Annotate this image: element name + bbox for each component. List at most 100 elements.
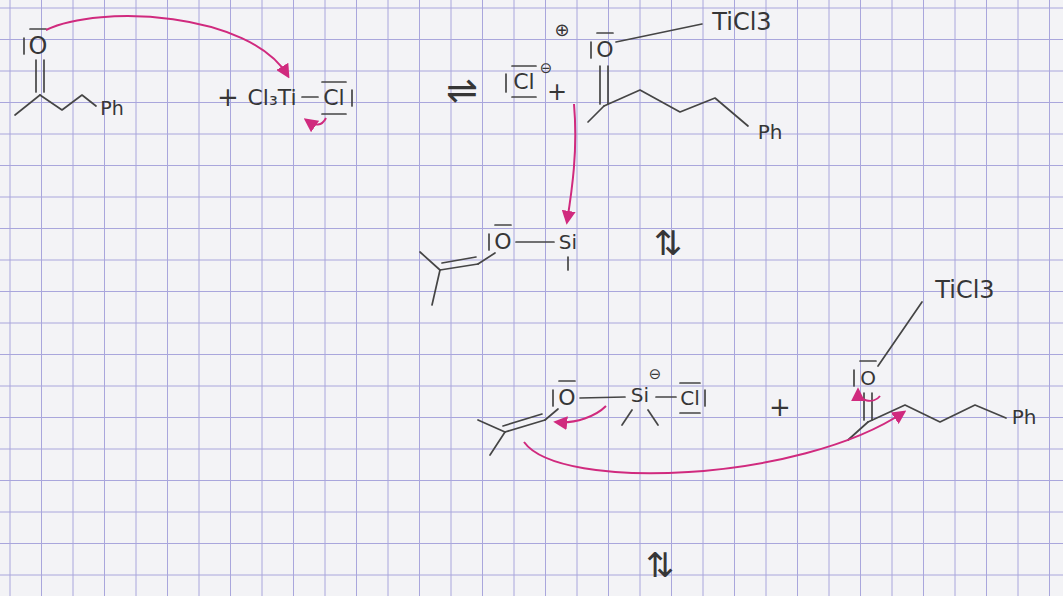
grid-line (608, 0, 609, 596)
grid-line (0, 354, 1063, 355)
grid-line (0, 197, 1063, 198)
bond-line (588, 106, 604, 122)
grid-line (419, 0, 420, 596)
grid-line (41, 0, 42, 596)
bond-line (15, 95, 40, 115)
bond-line (607, 66, 609, 104)
bond-line (648, 410, 658, 425)
grid-line (0, 165, 1063, 166)
atom-label: TiCl3 (935, 278, 994, 302)
charge-sign: ⊖ (540, 61, 553, 76)
grid-line (356, 0, 357, 596)
bond-line (490, 432, 505, 455)
bond-line (848, 422, 868, 440)
bond-line (442, 257, 476, 263)
electron-arrow (46, 16, 288, 76)
bond-line (580, 397, 625, 398)
bond-line (860, 360, 876, 362)
grid-line (0, 8, 1063, 9)
bond-line (604, 90, 748, 126)
equilibrium-arrow: ⇅ (654, 226, 683, 260)
grid-line (0, 543, 1063, 544)
grid-line (860, 0, 861, 596)
grid-line (829, 0, 830, 596)
bond-line (680, 412, 700, 414)
grid-line (0, 39, 1063, 40)
bond-line (505, 420, 545, 432)
grid-line (482, 0, 483, 596)
atom-label: Si (559, 232, 577, 252)
bond-line (478, 253, 495, 264)
grid-line (545, 0, 546, 596)
bond-line (704, 390, 706, 406)
grid-line (10, 0, 11, 596)
electron-arrow (306, 118, 326, 125)
bond-line (680, 382, 700, 384)
grid-line (104, 0, 105, 596)
grid-line (199, 0, 200, 596)
bond-line (559, 380, 575, 382)
grid-line (766, 0, 767, 596)
grid-line (0, 134, 1063, 135)
grid-line (892, 0, 893, 596)
bond-line (863, 393, 865, 420)
bond-line (322, 113, 346, 115)
grid-line (0, 291, 1063, 292)
atom-label: O (558, 387, 575, 409)
bond-line (432, 270, 440, 305)
bond-line (30, 28, 46, 30)
electron-arrow (567, 104, 575, 222)
bond-line (878, 302, 922, 366)
bond-line (420, 252, 440, 270)
bond-line (40, 95, 96, 110)
bond-line (599, 66, 601, 104)
bond-line (23, 38, 25, 54)
atom-label: Si (631, 385, 649, 405)
bond-line (616, 24, 702, 42)
bond-line (516, 241, 554, 243)
grid-line (388, 0, 389, 596)
grid-line (0, 480, 1063, 481)
plus-sign: + (769, 394, 791, 420)
grid-line (734, 0, 735, 596)
grid-line (577, 0, 578, 596)
atom-label: Cl (680, 388, 700, 408)
bond-line (545, 409, 558, 420)
grid-line (1018, 0, 1019, 596)
atom-label: TiCl3 (712, 10, 771, 34)
bond-line (590, 42, 592, 58)
atom-label: O (29, 34, 48, 58)
grid-line (0, 323, 1063, 324)
atom-label: Ph (100, 99, 124, 118)
charge-sign: ⊖ (649, 367, 662, 382)
bond-line (597, 32, 613, 34)
bond-line (567, 257, 569, 270)
bond-line (35, 60, 37, 92)
grid-line (0, 512, 1063, 513)
atom-label: Cl (513, 71, 534, 93)
bond-line (505, 74, 507, 92)
grid-line (923, 0, 924, 596)
bond-line (478, 420, 505, 432)
bond-line (488, 234, 490, 250)
equilibrium-arrow: ⇅ (646, 548, 675, 582)
grid-line (0, 260, 1063, 261)
bond-line (351, 90, 353, 106)
grid-line (167, 0, 168, 596)
grid-line (136, 0, 137, 596)
atom-label: O (494, 231, 511, 253)
bond-line (43, 60, 45, 92)
bond-line (322, 81, 346, 83)
bond-line (853, 370, 855, 386)
bond-line (868, 405, 1006, 422)
electron-arrow (858, 390, 880, 401)
grid-line (703, 0, 704, 596)
electron-arrow (524, 412, 904, 473)
grid-line (0, 575, 1063, 576)
atom-label: Cl₃Ti (247, 87, 296, 109)
grid-line (797, 0, 798, 596)
atom-label: O (596, 39, 613, 61)
charge-sign: ⊕ (554, 21, 569, 39)
bond-line (302, 96, 318, 98)
